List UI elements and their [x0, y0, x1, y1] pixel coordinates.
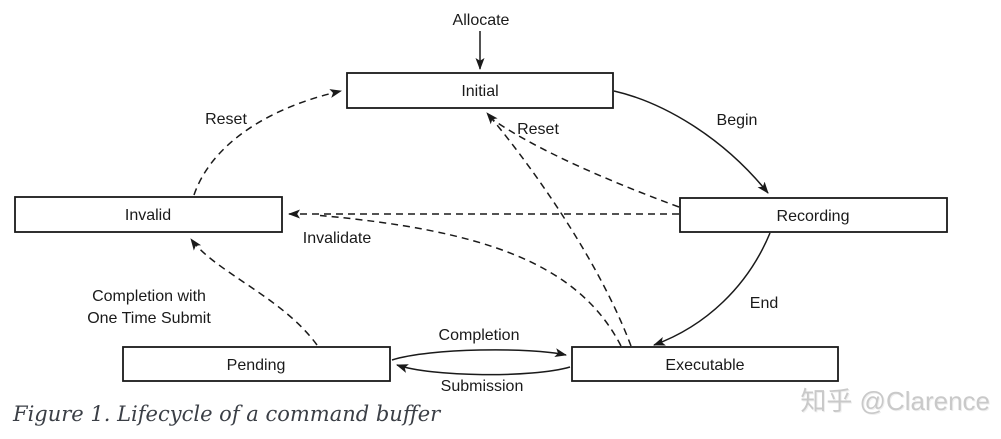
edge-reset-executable-to-initial: [486, 112, 632, 347]
state-box-invalid: [14, 196, 283, 233]
state-label-initial: Initial: [461, 83, 498, 100]
state-label-executable: Executable: [665, 357, 744, 374]
edge-invalidate-executable-to-invalid: [319, 214, 622, 347]
edge-label-end: End: [750, 295, 778, 312]
edge-label-begin: Begin: [717, 112, 758, 129]
state-box-recording: [679, 197, 948, 233]
edge-label-allocate: Allocate: [453, 12, 510, 29]
zhihu-watermark: 知乎 @Clarence: [800, 386, 990, 416]
edge-label-one-time-submit-line2: One Time Submit: [87, 310, 211, 327]
edge-end-recording-to-executable: [653, 232, 771, 346]
edge-label-submission: Submission: [441, 378, 524, 395]
state-label-recording: Recording: [777, 208, 850, 225]
edge-completion-pending-to-executable: [391, 348, 567, 361]
edge-one-time-submit-pending-to-invalid: [190, 238, 318, 346]
state-label-pending: Pending: [227, 357, 286, 374]
state-box-executable: [571, 346, 839, 382]
edge-reset-recording-to-initial: [491, 118, 680, 208]
edge-label-reset-left: Reset: [205, 111, 247, 128]
edge-label-completion: Completion: [439, 327, 520, 344]
edge-submission-executable-to-pending: [396, 364, 571, 376]
state-box-initial: [346, 72, 614, 109]
state-box-pending: [122, 346, 391, 382]
edge-reset-invalid-to-initial: [193, 89, 342, 196]
edge-label-one-time-submit-line1: Completion with: [92, 288, 206, 305]
edge-begin-initial-to-recording: [613, 90, 769, 194]
figure-caption: Figure 1. Lifecycle of a command buffer: [13, 402, 441, 426]
state-label-invalid: Invalid: [125, 207, 171, 224]
edge-label-invalidate: Invalidate: [303, 230, 372, 247]
edge-label-reset-center: Reset: [517, 121, 559, 138]
